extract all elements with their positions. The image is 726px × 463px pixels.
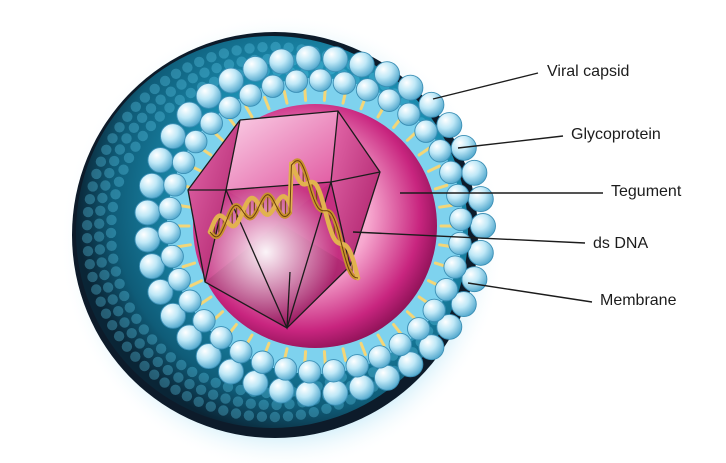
label-glycoprotein: Glycoprotein: [571, 126, 661, 144]
label-viral-capsid: Viral capsid: [547, 63, 629, 81]
label-ds-dna: ds DNA: [593, 235, 648, 253]
leader-viral-capsid: [433, 73, 538, 99]
capsid-face-top: [226, 111, 338, 190]
label-membrane: Membrane: [600, 292, 676, 310]
label-tegument: Tegument: [611, 183, 681, 201]
